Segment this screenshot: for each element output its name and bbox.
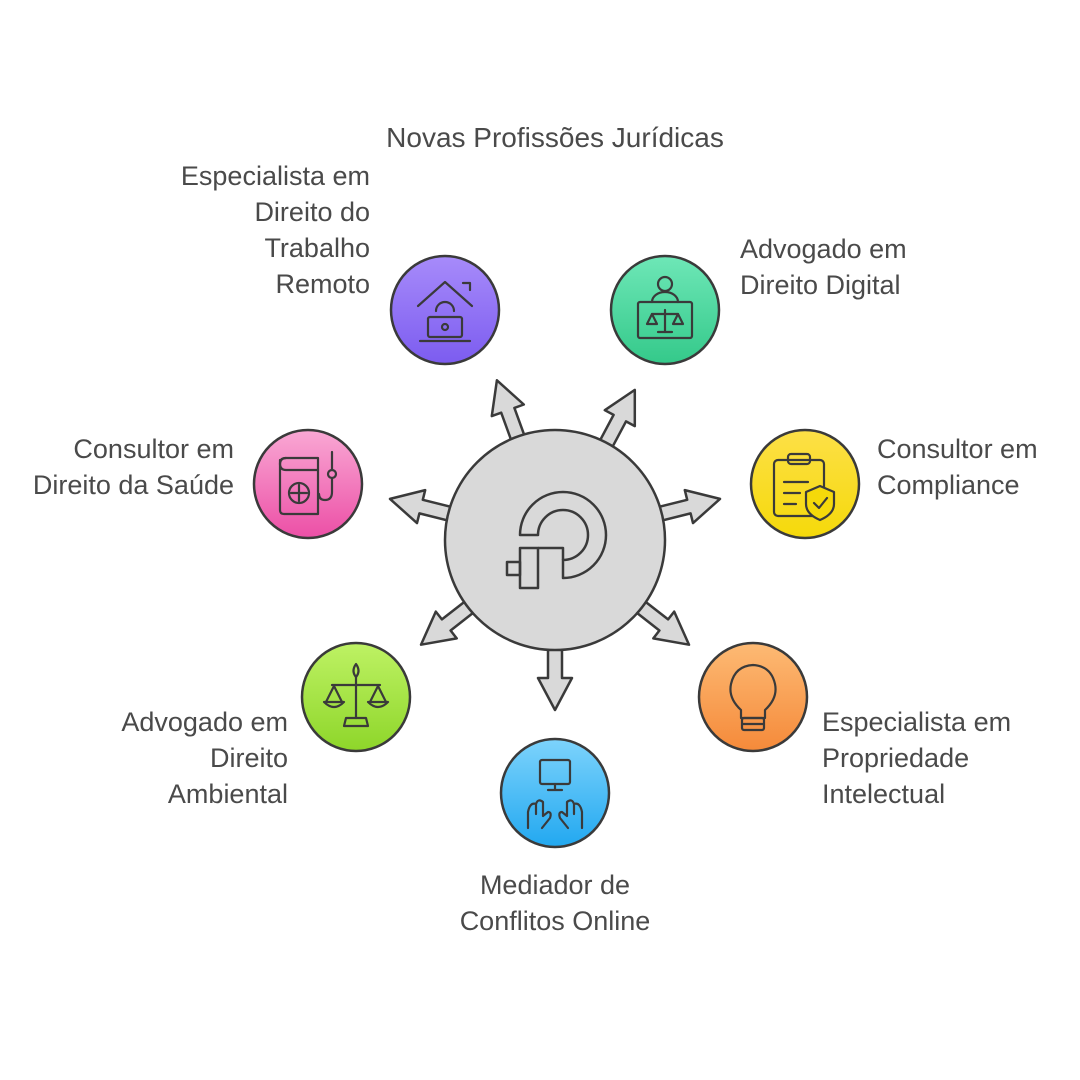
lawyer-desk-scales-icon bbox=[636, 275, 694, 340]
remote-work-icon bbox=[416, 280, 474, 343]
label-compliance: Consultor em Compliance bbox=[877, 434, 1038, 500]
label-trabalho-remoto: Especialista em Direito do Trabalho Remo… bbox=[180, 161, 370, 299]
medical-book-icon bbox=[278, 450, 338, 516]
node-trabalho-remoto bbox=[389, 254, 501, 366]
diagram-title: Novas Profissões Jurídicas bbox=[386, 122, 724, 153]
node-propriedade-intelectual bbox=[697, 641, 809, 753]
lightbulb-icon bbox=[729, 663, 777, 732]
hub-circle bbox=[443, 428, 667, 652]
node-direito-saude bbox=[252, 428, 364, 540]
clipboard-shield-icon bbox=[772, 452, 836, 522]
node-compliance bbox=[749, 428, 861, 540]
label-propriedade-intelectual: Especialista em Propriedade Intelectual bbox=[822, 707, 1012, 809]
computer-hands-icon bbox=[526, 758, 584, 830]
label-direito-digital: Advogado em Direito Digital bbox=[740, 234, 907, 300]
label-mediador: Mediador de Conflitos Online bbox=[459, 870, 651, 936]
label-direito-ambiental: Advogado em Direito Ambiental bbox=[121, 707, 288, 809]
node-direito-ambiental bbox=[300, 641, 412, 753]
node-mediador bbox=[499, 737, 611, 849]
abstract-logo-icon bbox=[505, 490, 608, 590]
hub bbox=[388, 379, 722, 712]
arrows-group bbox=[388, 379, 722, 712]
node-direito-digital bbox=[609, 254, 721, 366]
label-direito-saude: Consultor em Direito da Saúde bbox=[32, 434, 234, 500]
scales-icon bbox=[322, 662, 390, 728]
